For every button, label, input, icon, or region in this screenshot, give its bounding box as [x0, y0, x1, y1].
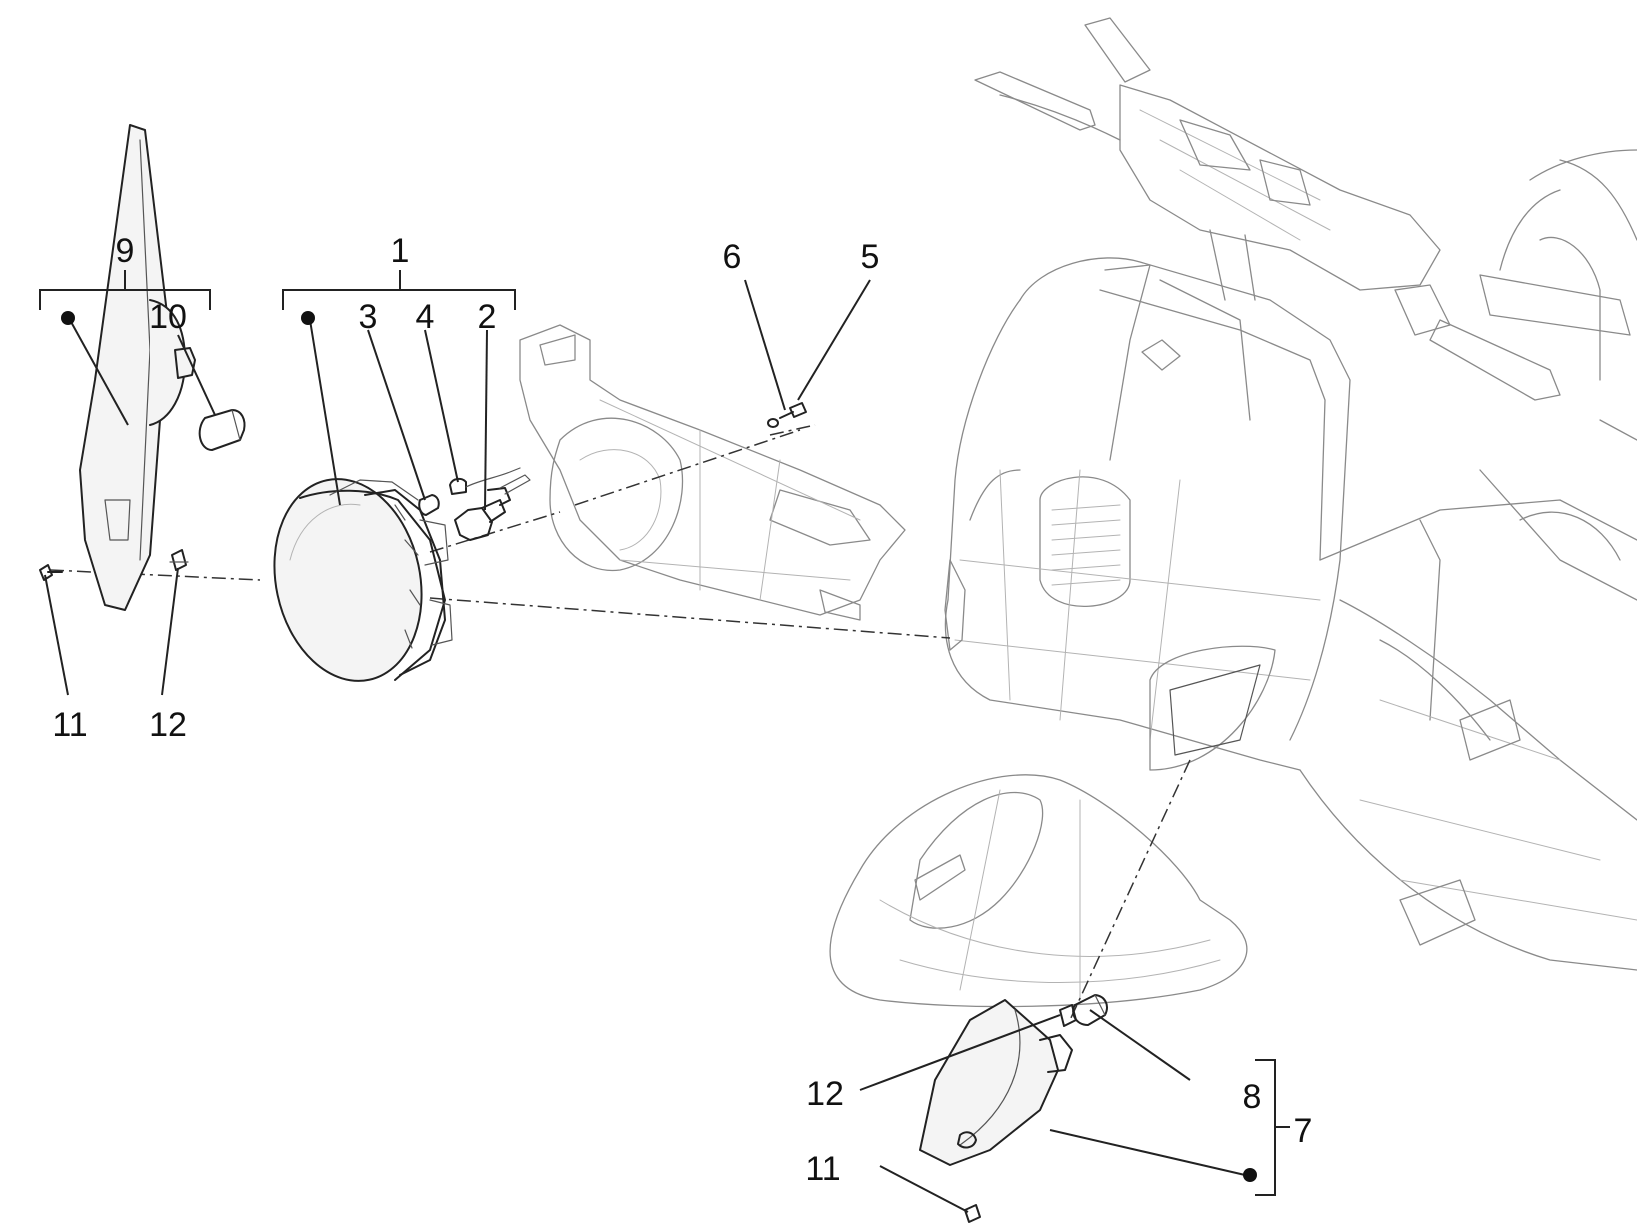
scooter-body-outline — [829, 17, 1637, 1008]
headlight-bulb — [454, 474, 531, 541]
assembly-axis-lines — [49, 424, 1191, 1021]
leader-lines — [44, 279, 1246, 1213]
callout-11-right: 11 — [805, 1150, 840, 1188]
right-clip-nut — [1059, 1004, 1077, 1027]
headlight-assembly — [273, 478, 453, 682]
callout-12-right: 12 — [806, 1075, 844, 1113]
headlight-shell-outline — [519, 324, 906, 621]
shell-screw — [779, 402, 807, 419]
callout-11-left: 11 — [52, 706, 87, 744]
left-clip-nut — [169, 549, 189, 571]
callout-1: 1 — [391, 232, 410, 270]
bulb-socket-wire — [449, 467, 521, 495]
callout-5: 5 — [861, 238, 880, 276]
callout-4: 4 — [416, 298, 435, 336]
parking-bulb — [418, 494, 440, 516]
callout-3: 3 — [359, 298, 378, 336]
right-indicator-screw — [964, 1204, 981, 1223]
left-indicator-bulb — [198, 409, 246, 451]
left-turn-indicator — [79, 124, 196, 611]
kit-bullets — [61, 311, 1257, 1182]
callout-12-left: 12 — [149, 706, 187, 744]
callout-7: 7 — [1294, 1112, 1313, 1150]
left-indicator-screw — [39, 564, 63, 581]
callout-8: 8 — [1243, 1078, 1262, 1116]
callout-2: 2 — [478, 298, 497, 336]
callout-6: 6 — [723, 238, 742, 276]
callout-10: 10 — [149, 298, 187, 336]
right-turn-indicator — [919, 999, 1073, 1166]
callout-labels: 9 10 1 3 4 2 6 5 11 12 12 11 8 7 — [52, 232, 1312, 1188]
shell-washer — [767, 418, 779, 428]
callout-9: 9 — [116, 232, 135, 270]
group-brackets — [39, 270, 1290, 1196]
